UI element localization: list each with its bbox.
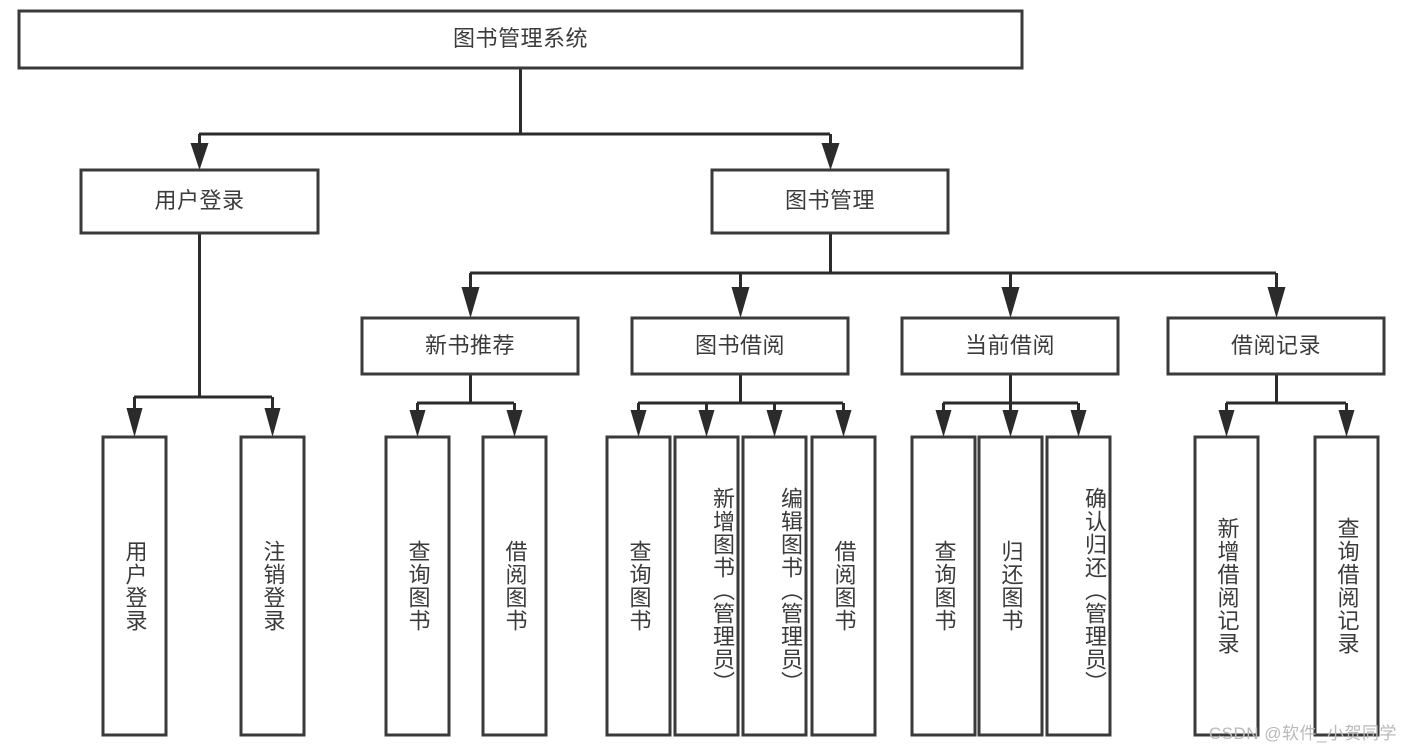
arrow-head-leaf-query-book-2 (630, 410, 647, 437)
arrow-head-leaf-borrow-book-2 (835, 410, 852, 437)
node-box-leaf-confirm-return[interactable] (1045, 435, 1112, 737)
arrow-head-new-book-recommend (461, 287, 480, 318)
node-box-group (17, 9, 1386, 737)
node-box-leaf-add-book[interactable] (673, 435, 740, 737)
node-box-leaf-return-book[interactable] (977, 435, 1044, 737)
arrow-head-leaf-return-book (1002, 410, 1019, 437)
arrow-head-leaf-user-login (126, 408, 143, 437)
arrow-head-leaf-add-book (698, 410, 715, 437)
arrow-head-leaf-edit-book (766, 410, 783, 437)
node-box-root[interactable] (17, 9, 1024, 70)
node-box-leaf-user-login[interactable] (101, 435, 168, 737)
node-box-new-book-recommend[interactable] (360, 316, 580, 376)
arrow-head-leaf-borrow-book-1 (506, 410, 523, 437)
node-box-leaf-borrow-book-2[interactable] (810, 435, 877, 737)
node-box-current-borrow[interactable] (900, 316, 1120, 376)
node-box-leaf-query-book-1[interactable] (384, 435, 451, 737)
node-box-leaf-query-record[interactable] (1313, 435, 1380, 737)
node-box-leaf-user-logout[interactable] (239, 435, 306, 737)
arrow-head-current-borrow (1001, 287, 1020, 318)
arrow-head-leaf-confirm-return (1070, 410, 1087, 437)
node-box-borrow-record[interactable] (1166, 316, 1386, 376)
arrow-head-borrow-record (1267, 287, 1286, 318)
arrow-head-book-borrow (731, 287, 750, 318)
arrow-head-leaf-add-record (1218, 410, 1235, 437)
arrow-head-leaf-user-logout (264, 408, 281, 437)
node-box-leaf-query-book-3[interactable] (910, 435, 977, 737)
arrow-head-leaf-query-record (1338, 410, 1355, 437)
node-box-leaf-borrow-book-1[interactable] (481, 435, 548, 737)
arrow-head-book-management (821, 143, 840, 170)
node-box-leaf-add-record[interactable] (1193, 435, 1260, 737)
node-box-leaf-query-book-2[interactable] (605, 435, 672, 737)
node-box-leaf-edit-book[interactable] (741, 435, 808, 737)
connector-group (126, 68, 1355, 437)
arrow-head-leaf-query-book-3 (935, 410, 952, 437)
node-box-book-management[interactable] (710, 168, 950, 235)
node-box-book-borrow[interactable] (630, 316, 850, 376)
arrow-head-user-login (190, 143, 209, 170)
arrow-head-leaf-query-book-1 (409, 410, 426, 437)
node-box-user-login[interactable] (79, 168, 320, 235)
